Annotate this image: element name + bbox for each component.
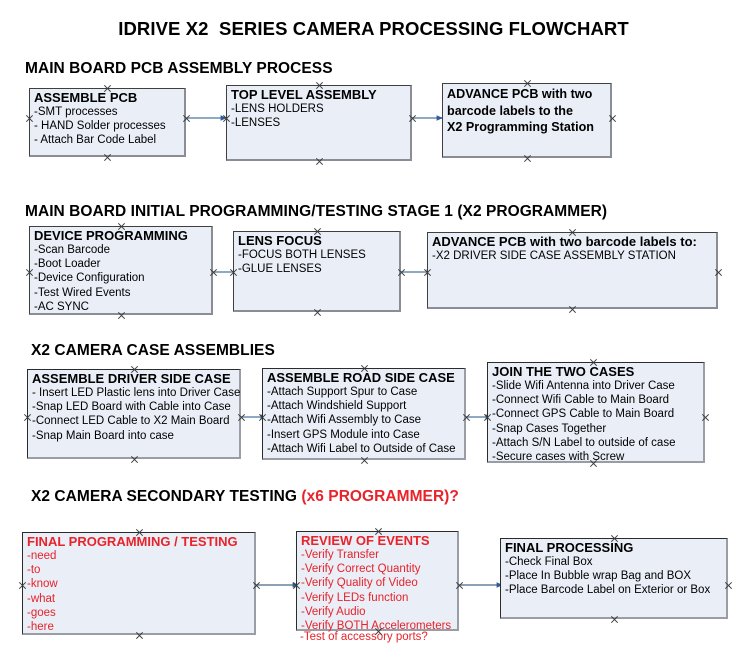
node-line: -Connect LED Cable to X2 Main Board	[32, 415, 230, 428]
node-title: ADVANCE PCB with two barcode labels to:	[432, 234, 697, 249]
node-line: barcode labels to the	[447, 103, 573, 118]
node-top-level-assembly[interactable]: TOP LEVEL ASSEMBLY -LENS HOLDERS -LENSES	[226, 85, 412, 161]
node-line: -Check Final Box	[505, 556, 593, 568]
node-line: -Attach Wifi Assembly to Case	[267, 414, 422, 427]
node-line: -Snap LED Board with Cable into Case	[32, 401, 231, 414]
node-line: -Verify Quality of Video	[301, 577, 418, 590]
node-line-overflow: -Test of accessory ports?	[300, 631, 428, 643]
node-line: -SMT processes	[34, 106, 118, 118]
node-line: -Test Wired Events	[34, 286, 131, 299]
section-header-text: X2 CAMERA SECONDARY TESTING	[31, 488, 302, 505]
node-line: -Connect GPS Cable to Main Board	[492, 408, 675, 421]
node-review-of-events[interactable]: REVIEW OF EVENTS -Verify Transfer -Verif…	[296, 531, 459, 633]
node-final-processing[interactable]: FINAL PROCESSING -Check Final Box -Place…	[500, 538, 728, 619]
section-header-x2-camera-secondary-testing: X2 CAMERA SECONDARY TESTING (x6 PROGRAMM…	[31, 488, 459, 506]
section-header-main-board-initial-programming: MAIN BOARD INITIAL PROGRAMMING/TESTING S…	[25, 203, 607, 221]
node-title: ASSEMBLE ROAD SIDE CASE	[267, 370, 455, 385]
node-line: -Snap Cases Together	[492, 422, 607, 435]
node-line: -Insert GPS Module into Case	[267, 428, 420, 441]
node-join-the-two-cases[interactable]: JOIN THE TWO CASES -Slide Wifi Antenna i…	[487, 362, 705, 463]
node-line: -Place In Bubble wrap Bag and BOX	[505, 570, 692, 583]
node-title: ASSEMBLE PCB	[34, 90, 138, 105]
node-line: -Attach Support Spur to Case	[267, 386, 418, 398]
node-line: -LENS HOLDERS	[231, 103, 324, 115]
page-title: IDRIVE X2 SERIES CAMERA PROCESSING FLOWC…	[118, 18, 629, 39]
node-line: -Snap Main Board into case	[32, 429, 174, 442]
node-line: ADVANCE PCB with two	[447, 87, 593, 101]
node-lens-focus[interactable]: LENS FOCUS -FOCUS BOTH LENSES -GLUE LENS…	[233, 231, 401, 312]
node-line: -know	[27, 578, 58, 591]
node-title: DEVICE PROGRAMMING	[34, 228, 188, 243]
node-line: - HAND Solder processes	[34, 120, 166, 133]
node-line: -X2 DRIVER SIDE CASE ASSEMBLY STATION	[432, 250, 676, 262]
node-advance-pcb-to-driver-side-case-station[interactable]: ADVANCE PCB with two barcode labels to: …	[427, 232, 718, 309]
node-title: LENS FOCUS	[238, 233, 322, 248]
section-header-accent-text: (x6 PROGRAMMER)?	[301, 488, 459, 505]
node-line: - Insert LED Plastic lens into Driver Ca…	[32, 387, 241, 399]
node-line: -GLUE LENSES	[238, 263, 322, 276]
node-line: -Verify Audio	[301, 605, 366, 618]
node-device-programming[interactable]: DEVICE PROGRAMMING -Scan Barcode -Boot L…	[29, 226, 213, 315]
node-line: -need	[27, 550, 57, 562]
node-line: -Attach Windshield Support	[267, 400, 407, 413]
node-line: - Attach Bar Code Label	[34, 134, 157, 147]
node-line: -Slide Wifi Antenna into Driver Case	[492, 380, 675, 392]
node-final-programming-testing[interactable]: FINAL PROGRAMMING / TESTING -need -to -k…	[22, 532, 256, 635]
node-line: -Verify Transfer	[301, 549, 379, 561]
node-line: -Attach Wifi Label to Outside of Case	[267, 442, 456, 455]
node-title: FINAL PROCESSING	[505, 540, 634, 555]
node-line: -Attach S/N Label to outside of case	[492, 436, 676, 449]
node-line: -Boot Loader	[34, 258, 101, 271]
section-header-main-board-pcb-assembly: MAIN BOARD PCB ASSEMBLY PROCESS	[25, 60, 333, 78]
node-line: -what	[27, 592, 56, 605]
node-line: -Verify Correct Quantity	[301, 563, 421, 576]
node-line: -Scan Barcode	[34, 244, 111, 256]
node-line: -LENSES	[231, 117, 281, 130]
node-title: FINAL PROGRAMMING / TESTING	[27, 534, 238, 549]
section-header-text: MAIN BOARD INITIAL PROGRAMMING/TESTING S…	[25, 203, 608, 220]
node-title: TOP LEVEL ASSEMBLY	[231, 87, 377, 102]
node-line: -Place Barcode Label on Exterior or Box	[505, 584, 711, 597]
node-line: -to	[27, 564, 41, 577]
node-assemble-driver-side-case[interactable]: ASSEMBLE DRIVER SIDE CASE - Insert LED P…	[27, 369, 241, 459]
node-line: -here	[27, 621, 54, 634]
node-assemble-road-side-case[interactable]: ASSEMBLE ROAD SIDE CASE -Attach Support …	[262, 368, 466, 460]
node-line: -Verify LEDs function	[301, 591, 409, 604]
node-line: -goes	[27, 606, 56, 619]
node-title: JOIN THE TWO CASES	[492, 364, 635, 379]
node-line: -Connect Wifi Cable to Main Board	[492, 394, 670, 407]
node-line: -FOCUS BOTH LENSES	[238, 249, 366, 261]
node-line: -Device Configuration	[34, 272, 145, 285]
node-line: -Verify BOTH Accelerometers	[301, 620, 452, 633]
node-line: -AC SYNC	[34, 300, 89, 313]
node-line: X2 Programming Station	[447, 120, 594, 134]
node-title: ASSEMBLE DRIVER SIDE CASE	[32, 371, 231, 386]
node-title: REVIEW OF EVENTS	[301, 533, 430, 548]
node-line: -Secure cases with Screw	[492, 451, 625, 464]
section-header-x2-camera-case-assemblies: X2 CAMERA CASE ASSEMBLIES	[31, 342, 275, 360]
node-advance-pcb-to-programming-station[interactable]: ADVANCE PCB with two barcode labels to t…	[442, 83, 612, 158]
section-header-text: X2 CAMERA CASE ASSEMBLIES	[31, 342, 275, 359]
section-header-text: MAIN BOARD PCB ASSEMBLY PROCESS	[25, 60, 333, 77]
node-assemble-pcb[interactable]: ASSEMBLE PCB -SMT processes - HAND Solde…	[29, 88, 186, 157]
